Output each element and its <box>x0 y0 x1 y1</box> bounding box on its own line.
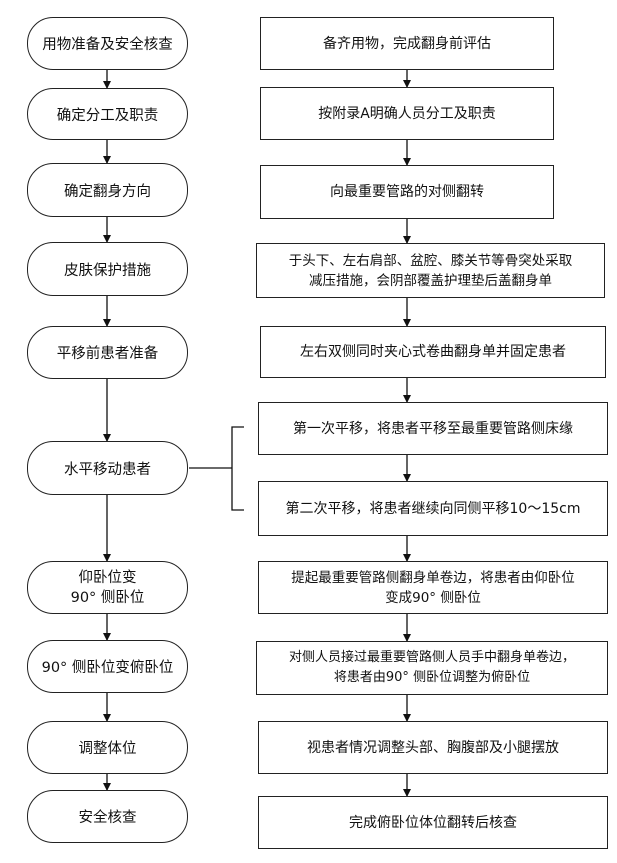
right-step-2: 按附录A明确人员分工及职责 <box>260 87 554 140</box>
left-step-2-label: 确定分工及职责 <box>56 107 159 124</box>
left-step-3: 确定翻身方向 <box>27 163 188 217</box>
left-step-4: 皮肤保护措施 <box>27 242 188 296</box>
right-step-11: 完成俯卧位体位翻转后核查 <box>258 796 608 849</box>
right-step-4: 于头下、左右肩部、盆腔、膝关节等骨突处采取 减压措施，会阴部覆盖护理垫后盖翻身单 <box>256 243 605 298</box>
right-step-1: 备齐用物，完成翻身前评估 <box>260 17 554 70</box>
left-step-8-label: 90° 侧卧位变俯卧位 <box>41 660 174 676</box>
right-step-3: 向最重要管路的对侧翻转 <box>260 165 554 219</box>
group-bracket <box>231 426 244 511</box>
left-step-1-label: 用物准备及安全核查 <box>42 37 173 53</box>
left-step-7-label: 仰卧位变 90° 侧卧位 <box>70 569 145 606</box>
right-step-7-label: 第二次平移，将患者继续向同侧平移10～15cm <box>285 500 581 517</box>
right-step-11-label: 完成俯卧位体位翻转后核查 <box>349 814 517 831</box>
left-step-1: 用物准备及安全核查 <box>27 17 188 70</box>
left-step-9: 调整体位 <box>27 721 188 774</box>
right-step-9-label: 对侧人员接过最重要管路侧人员手中翻身单卷边， 将患者由90° 侧卧位调整为俯卧位 <box>288 650 575 685</box>
left-step-9-label: 调整体位 <box>78 741 137 757</box>
right-step-10: 视患者情况调整头部、胸腹部及小腿摆放 <box>258 721 608 774</box>
left-step-6-label: 水平移动患者 <box>64 461 151 478</box>
right-step-9: 对侧人员接过最重要管路侧人员手中翻身单卷边， 将患者由90° 侧卧位调整为俯卧位 <box>256 641 608 695</box>
right-step-8: 提起最重要管路侧翻身单卷边，将患者由仰卧位 变成90° 侧卧位 <box>258 561 608 614</box>
left-step-5: 平移前患者准备 <box>27 326 188 379</box>
left-step-3-label: 确定翻身方向 <box>64 183 151 200</box>
right-step-4-label: 于头下、左右肩部、盆腔、膝关节等骨突处采取 减压措施，会阴部覆盖护理垫后盖翻身单 <box>288 252 573 289</box>
right-step-5: 左右双侧同时夹心式卷曲翻身单并固定患者 <box>260 326 606 378</box>
right-step-6: 第一次平移，将患者平移至最重要管路侧床缘 <box>258 402 608 455</box>
left-step-10: 安全核查 <box>27 790 188 843</box>
right-step-5-label: 左右双侧同时夹心式卷曲翻身单并固定患者 <box>300 344 566 360</box>
right-step-7: 第二次平移，将患者继续向同侧平移10～15cm <box>258 481 608 536</box>
left-step-10-label: 安全核查 <box>78 810 137 826</box>
left-step-5-label: 平移前患者准备 <box>56 346 159 362</box>
left-step-2: 确定分工及职责 <box>27 88 188 140</box>
right-step-3-label: 向最重要管路的对侧翻转 <box>330 184 484 200</box>
right-step-6-label: 第一次平移，将患者平移至最重要管路侧床缘 <box>293 420 573 437</box>
right-step-2-label: 按附录A明确人员分工及职责 <box>318 105 496 122</box>
right-step-1-label: 备齐用物，完成翻身前评估 <box>323 35 491 52</box>
left-step-4-label: 皮肤保护措施 <box>64 262 151 279</box>
right-step-10-label: 视患者情况调整头部、胸腹部及小腿摆放 <box>307 739 559 756</box>
left-step-6: 水平移动患者 <box>27 441 188 495</box>
left-step-8: 90° 侧卧位变俯卧位 <box>27 640 188 693</box>
right-step-8-label: 提起最重要管路侧翻身单卷边，将患者由仰卧位 变成90° 侧卧位 <box>291 569 575 606</box>
left-step-7: 仰卧位变 90° 侧卧位 <box>27 561 188 614</box>
